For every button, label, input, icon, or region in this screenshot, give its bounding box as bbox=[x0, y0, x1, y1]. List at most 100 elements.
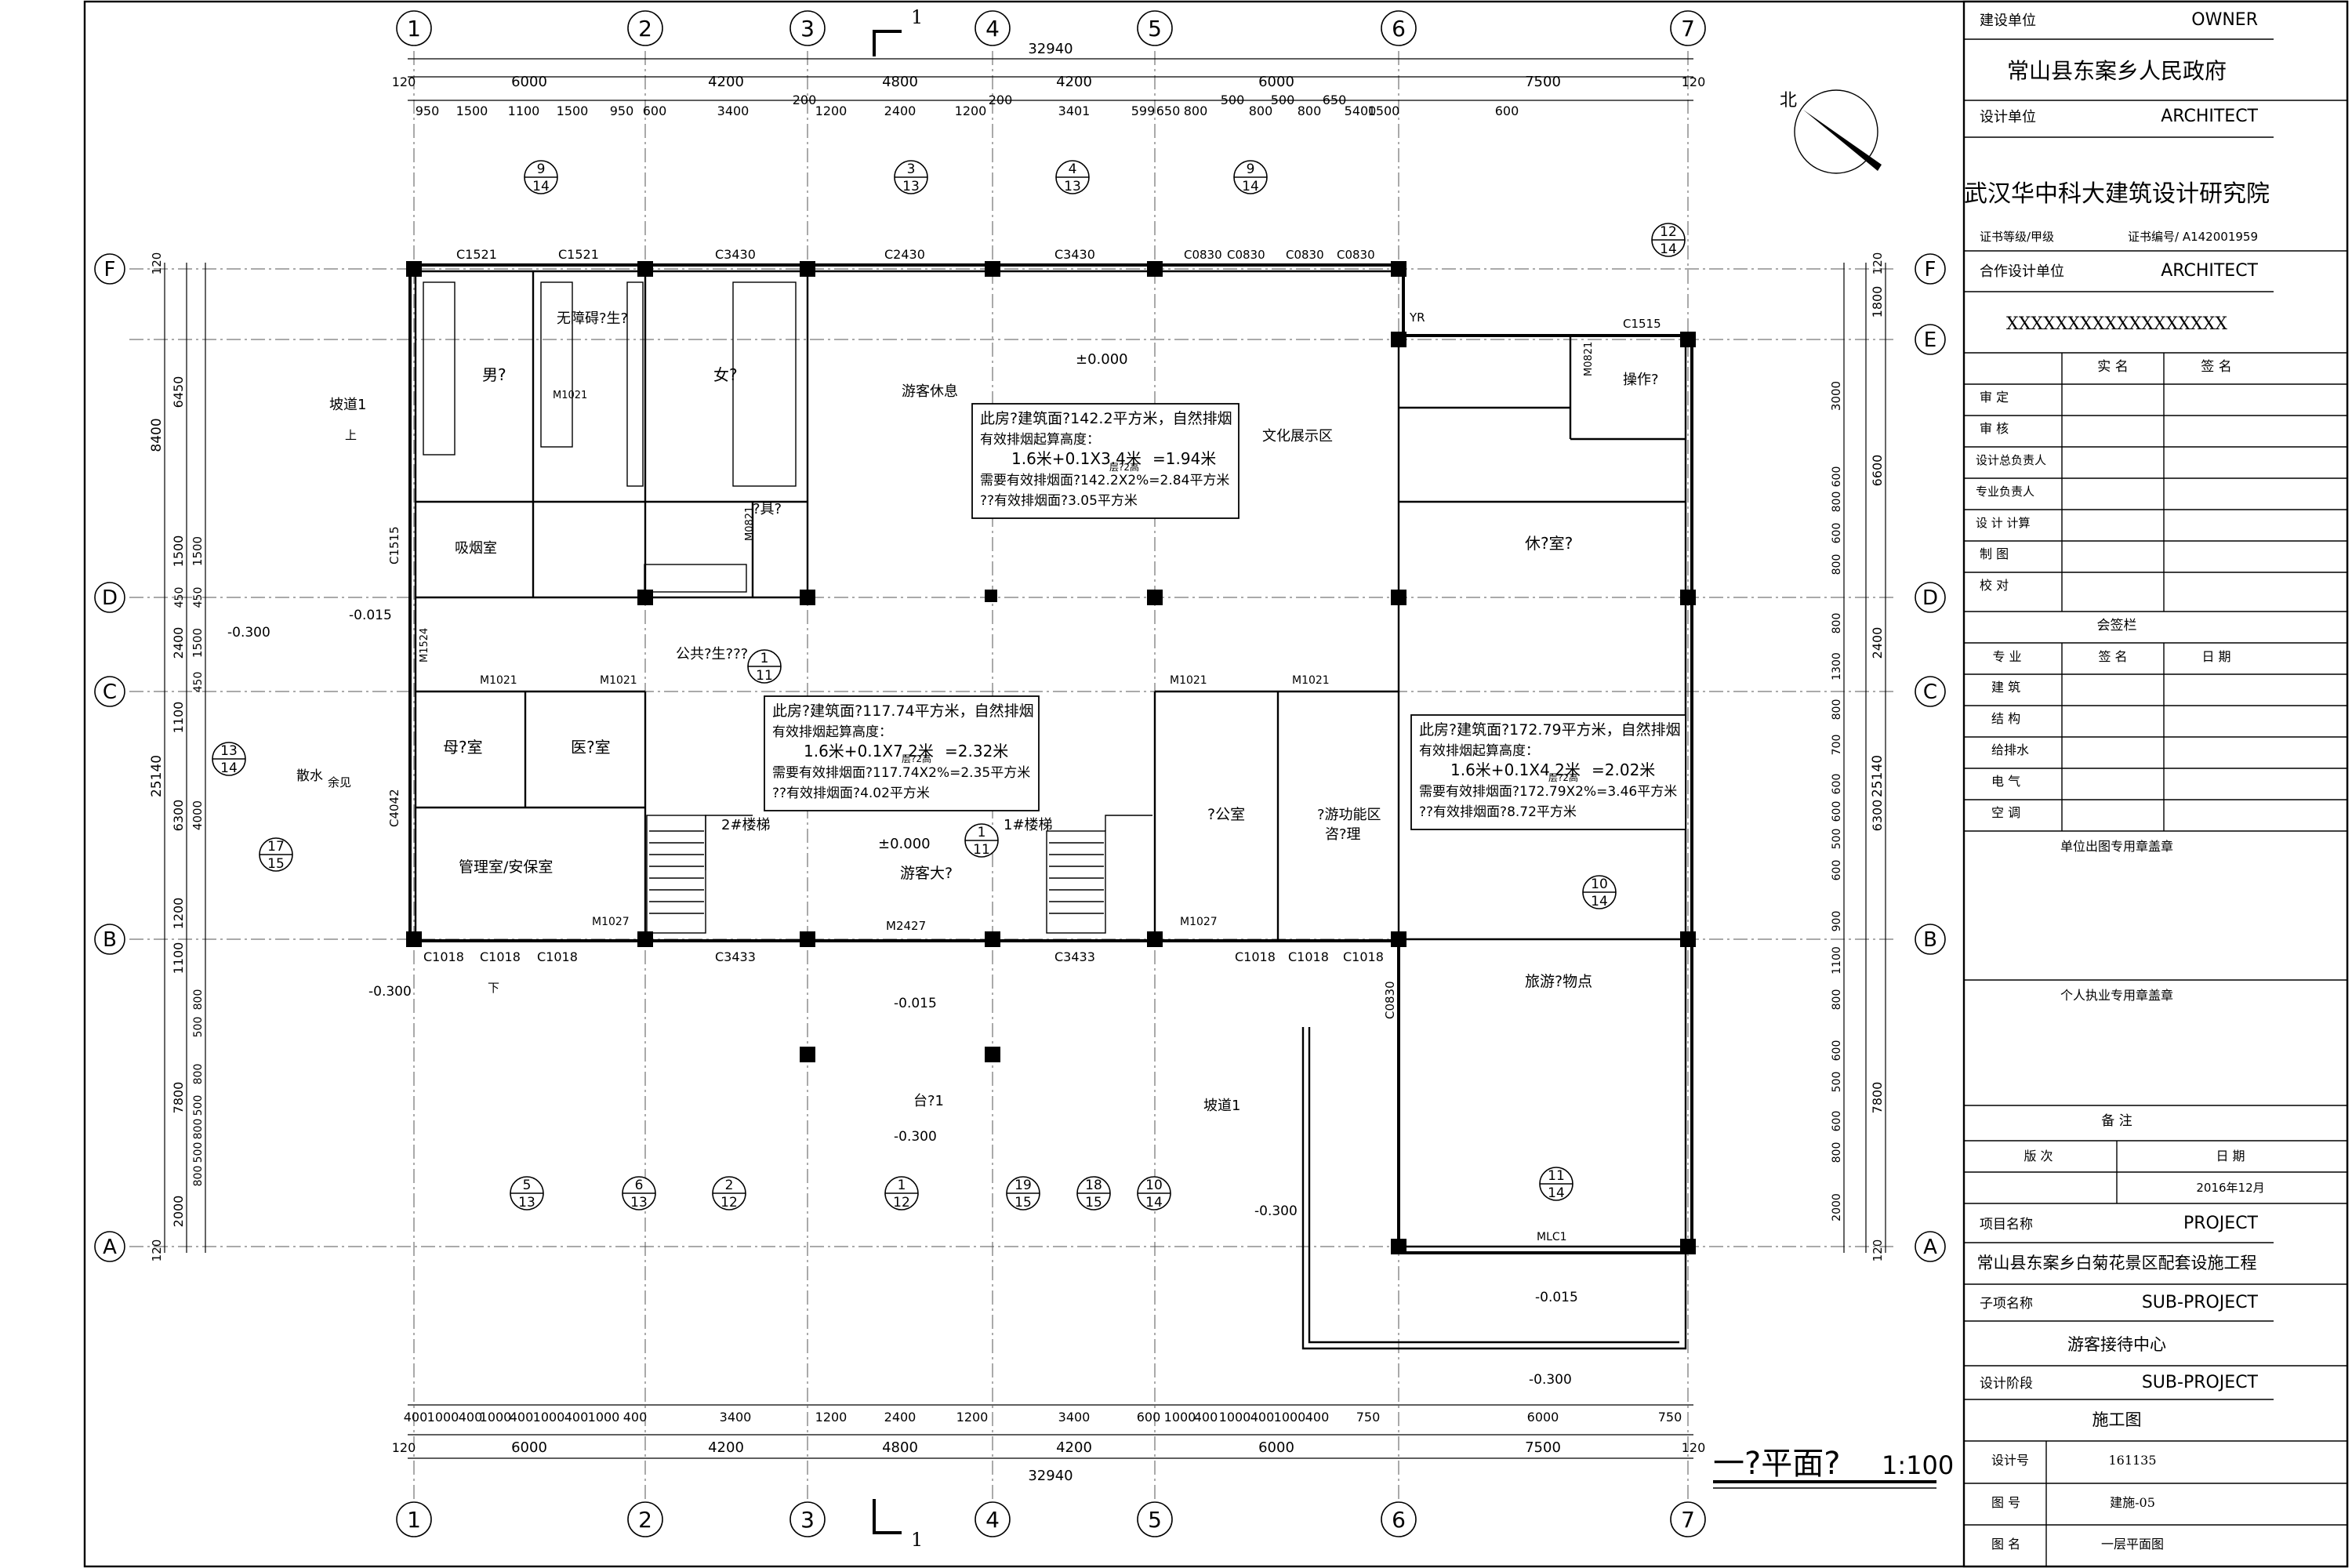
opening-labels: C1521 C1521 C3430 C2430 C3430 C0830 C083… bbox=[387, 247, 1661, 1243]
dim-text: 4200 bbox=[708, 1439, 744, 1456]
axis-label: F bbox=[104, 258, 116, 281]
tb-date-label: 日 期 bbox=[2216, 1149, 2245, 1163]
dim-text: 2400 bbox=[884, 103, 916, 118]
dim-text: 650 bbox=[1156, 103, 1181, 118]
axis-label: 2 bbox=[638, 16, 652, 42]
level-label: -0.300 bbox=[1254, 1203, 1298, 1219]
dim-text: 1500 bbox=[191, 536, 205, 566]
callout-top: 1 bbox=[760, 651, 769, 666]
room-label: 散水 bbox=[296, 768, 323, 784]
window-label: C3433 bbox=[715, 949, 756, 964]
room-label: ?公室 bbox=[1207, 806, 1245, 823]
dim-text: 25140 bbox=[1870, 755, 1886, 797]
dim-text: 1000 bbox=[427, 1410, 459, 1425]
dim-text: 200 bbox=[793, 93, 817, 107]
callout-bot: 12 bbox=[720, 1195, 738, 1210]
callout-bot: 14 bbox=[1660, 241, 1677, 257]
door-label: M0821 bbox=[744, 506, 756, 541]
window-label: C4042 bbox=[387, 789, 401, 827]
dim-text: 1200 bbox=[815, 1410, 848, 1425]
callout-top: 12 bbox=[1660, 224, 1677, 240]
dim-text: 1100 bbox=[171, 702, 186, 734]
callout-top: 9 bbox=[1247, 162, 1255, 177]
callout-top: 5 bbox=[523, 1178, 532, 1193]
axis-label: 4 bbox=[985, 1507, 1000, 1533]
room-label: 台?1 bbox=[913, 1093, 944, 1109]
window-label: C1515 bbox=[1623, 317, 1661, 331]
note-line: 1.6米+0.1X4.2米 bbox=[1450, 760, 1581, 779]
dim-text: 400 bbox=[1305, 1410, 1330, 1425]
dim-text: 1000 bbox=[1219, 1410, 1251, 1425]
level-label: -0.300 bbox=[1529, 1372, 1572, 1388]
tb-role: 审 核 bbox=[1980, 421, 2009, 436]
north-label: 北 bbox=[1780, 91, 1797, 111]
tb-name: 一层平面图 bbox=[2101, 1537, 2164, 1552]
dim-text: 6000 bbox=[1527, 1410, 1559, 1425]
window-label: YR bbox=[1409, 310, 1425, 325]
tb-partner-en: ARCHITECT bbox=[2161, 261, 2258, 281]
dim-text: 600 bbox=[1495, 103, 1519, 118]
axis-label: E bbox=[1924, 328, 1936, 352]
level-label: ±0.000 bbox=[878, 836, 931, 852]
section-marks: 1 1 bbox=[873, 6, 923, 1551]
tb-owner: 常山县东案乡人民政府 bbox=[2007, 58, 2227, 84]
door-label: M1021 bbox=[480, 674, 517, 687]
callout-bot: 13 bbox=[902, 179, 920, 194]
dim-text: 8400 bbox=[149, 418, 165, 452]
plan-title: 一?平面? 1:100 bbox=[1713, 1446, 1954, 1489]
callout-top: 4 bbox=[1069, 162, 1077, 177]
callout-bot: 15 bbox=[1014, 1195, 1032, 1210]
room-label: 上 bbox=[345, 428, 357, 442]
callout-top: 11 bbox=[1548, 1168, 1565, 1184]
dim-text: 2400 bbox=[884, 1410, 916, 1425]
dim-text: 800 bbox=[192, 989, 205, 1011]
callout-top: 9 bbox=[537, 162, 546, 177]
dim-text: 1000 bbox=[533, 1410, 565, 1425]
door-label: M2427 bbox=[886, 919, 926, 933]
tb-countersign: 会签栏 bbox=[2097, 618, 2137, 633]
dim-text: 400 bbox=[459, 1410, 483, 1425]
dim-text: 120 bbox=[1682, 74, 1706, 89]
dim-text: 650 bbox=[1323, 93, 1347, 107]
grid-bubbles-side: F D C B A F E D C B A bbox=[94, 253, 1946, 1262]
tb-sub: 游客接待中心 bbox=[2067, 1335, 2166, 1354]
dim-text: 6300 bbox=[1870, 800, 1885, 832]
interior-walls bbox=[416, 271, 1686, 941]
dim-text: 600 bbox=[1831, 1040, 1843, 1062]
detail-callouts: 9 14 3 13 4 13 9 14 12 14 13 14 17 15 1 … bbox=[212, 160, 1686, 1210]
tb-sub-label: 子项名称 bbox=[1980, 1296, 2033, 1312]
dim-text: 6300 bbox=[171, 800, 186, 832]
dim-text: 7500 bbox=[1525, 74, 1561, 90]
dim-text: 1500 bbox=[456, 103, 488, 118]
room-label: 管理室/安保室 bbox=[459, 858, 553, 876]
dim-text: 500 bbox=[1221, 93, 1245, 107]
note-tag: 层?2高 bbox=[1548, 771, 1578, 783]
tb-discipline: 电 气 bbox=[1991, 774, 2020, 789]
room-label: 男? bbox=[482, 365, 506, 384]
window-label: C1018 bbox=[537, 949, 578, 964]
room-label: 2#楼梯 bbox=[721, 817, 771, 833]
tb-name-label: 图 名 bbox=[1991, 1537, 2020, 1552]
tb-project: 常山县东案乡白菊花景区配套设施工程 bbox=[1977, 1254, 2257, 1272]
axis-label: D bbox=[1922, 586, 1938, 610]
callout-bot: 14 bbox=[1242, 179, 1259, 194]
dim-text: 599 bbox=[1131, 103, 1156, 118]
top-dimensions: 32940 120 6000 4200 4800 4200 6000 7500 … bbox=[392, 41, 1706, 118]
dim-text: 1100 bbox=[1831, 946, 1843, 975]
tb-cs-col: 专 业 bbox=[1992, 649, 2021, 664]
tb-owner-en: OWNER bbox=[2191, 10, 2258, 30]
dim-text: 800 bbox=[1184, 103, 1208, 118]
level-label: ±0.000 bbox=[1076, 351, 1128, 368]
dim-text: 3400 bbox=[720, 1410, 752, 1425]
dim-text: 120 bbox=[150, 252, 164, 275]
dim-text: 7800 bbox=[171, 1082, 186, 1114]
note-line: 需要有效排烟面?172.79X2%=3.46平方米 bbox=[1419, 784, 1677, 800]
callout-bot: 14 bbox=[220, 760, 238, 776]
dim-text: 1200 bbox=[171, 898, 186, 930]
room-label: 医?室 bbox=[571, 738, 611, 757]
window-label: C1018 bbox=[1288, 949, 1329, 964]
dim-text: 120 bbox=[1682, 1440, 1706, 1455]
dim-text: 600 bbox=[1831, 1111, 1843, 1132]
room-label: 公共?生??? bbox=[676, 646, 748, 662]
